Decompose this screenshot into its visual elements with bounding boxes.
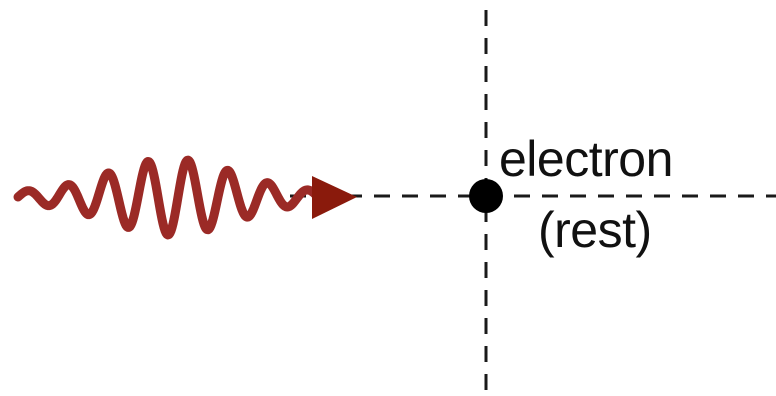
- electron-dot: [469, 179, 503, 213]
- electron-label: electron: [499, 134, 673, 184]
- arrow-head-icon: [312, 176, 357, 219]
- photon-wave-packet: [18, 160, 318, 235]
- rest-label: (rest): [538, 205, 652, 255]
